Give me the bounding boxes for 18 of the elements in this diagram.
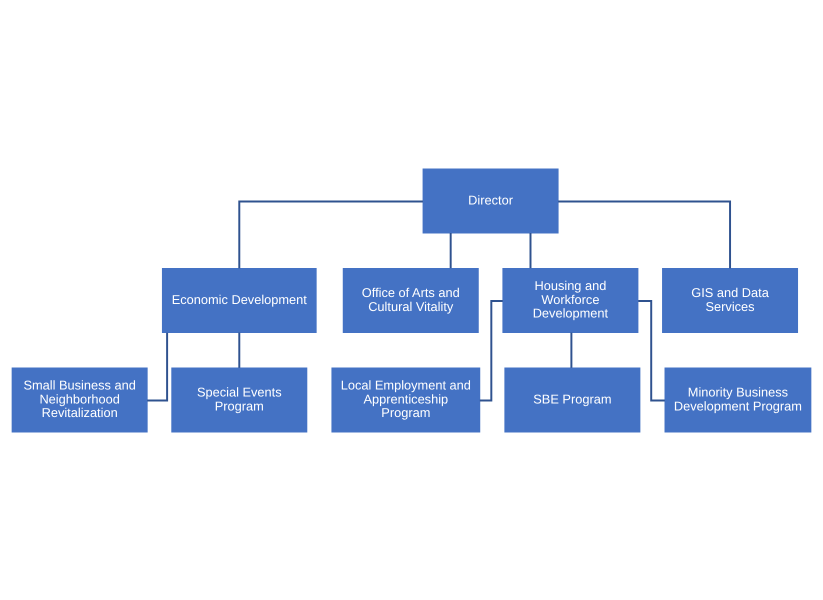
node-box: SBE Program [504, 367, 640, 432]
connector [570, 332, 572, 368]
node-box: Housing and Workforce Development [502, 267, 638, 333]
connector [558, 200, 732, 268]
node-box: Small Business and Neighborhood Revitalization [12, 367, 148, 432]
node-box: Economic Development [162, 267, 317, 333]
node-box: Local Employment and Apprenticeship Program [331, 367, 480, 432]
node-box: Office of Arts and Cultural Vitality [342, 267, 479, 333]
connector [238, 200, 423, 268]
connector [480, 300, 503, 401]
node-box: Special Events Program [171, 367, 308, 432]
connector [147, 332, 168, 401]
node-box: Director [422, 168, 559, 233]
connector [530, 232, 532, 268]
node-box: GIS and Data Services [662, 267, 798, 333]
node-box: Minority Business Development Program [664, 367, 812, 432]
connector [238, 332, 240, 368]
connector [450, 232, 452, 268]
